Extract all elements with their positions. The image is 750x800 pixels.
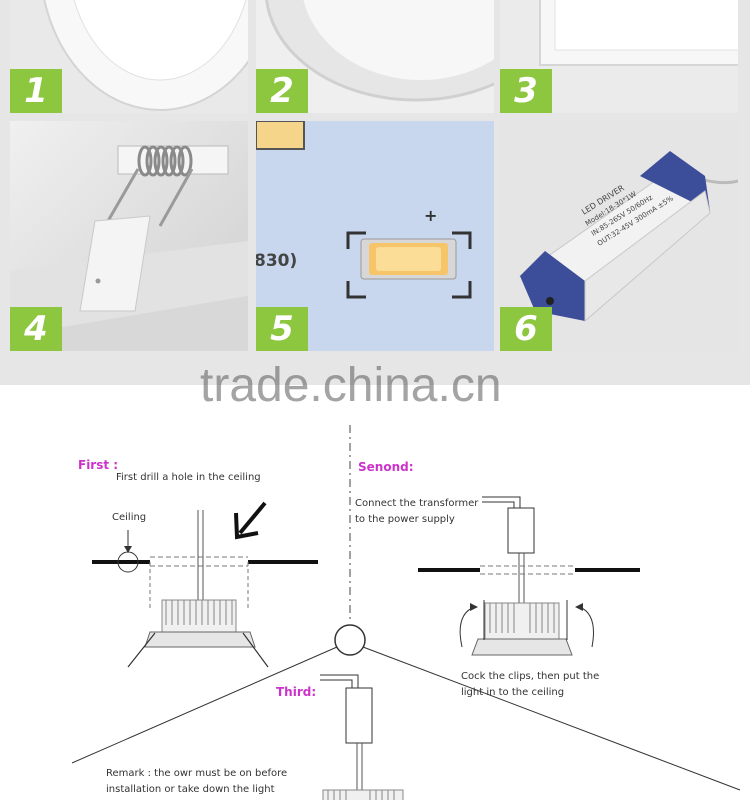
watermark: trade.china.cn bbox=[200, 359, 502, 412]
step-second-instruction-1: Connect the transformer bbox=[355, 498, 479, 509]
tile-number-1: 1 bbox=[10, 69, 62, 113]
board-marking: 830) bbox=[256, 251, 298, 271]
led-polarity-plus: + bbox=[424, 206, 438, 225]
step-first-instruction: First drill a hole in the ceiling bbox=[116, 472, 261, 483]
remark-line-2: installation or take down the light bbox=[106, 784, 275, 795]
photo-tile-4: 4 bbox=[10, 121, 248, 351]
step-second-instruction-2: to the power supply bbox=[355, 514, 455, 525]
step-third-title: Third: bbox=[276, 685, 317, 699]
tile-number-6: 6 bbox=[500, 307, 552, 351]
product-photo-grid: 1 2 3 bbox=[0, 0, 750, 412]
tile-number-4: 4 bbox=[10, 307, 62, 351]
clip-instruction-1: Cock the clips, then put the bbox=[461, 671, 600, 682]
clip-instruction-2: light in to the ceiling bbox=[461, 687, 565, 698]
tile-number-5: 5 bbox=[256, 307, 308, 351]
remark-line-1: Remark : the owr must be on before bbox=[106, 768, 288, 779]
step-first-title: First : bbox=[78, 458, 119, 472]
photo-tile-3: 3 bbox=[500, 0, 738, 113]
installation-diagram: First : First drill a hole in the ceilin… bbox=[0, 385, 750, 800]
photo-tile-2: 2 bbox=[256, 0, 494, 113]
round-panel-edge-photo bbox=[256, 0, 494, 113]
round-panel-photo bbox=[10, 0, 248, 113]
photo-tile-1: 1 bbox=[10, 0, 248, 113]
installation-line-drawing bbox=[71, 425, 741, 800]
photo-tile-5: + 830) 5 bbox=[256, 121, 494, 351]
tile-number-3: 3 bbox=[500, 69, 552, 113]
ceiling-label: Ceiling bbox=[112, 512, 147, 523]
photo-tile-6: LED DRIVER Model:18-30*1W IN:85-265V 50/… bbox=[500, 121, 738, 351]
square-panel-edge-photo bbox=[500, 0, 738, 113]
step-second-title: Senond: bbox=[358, 460, 414, 474]
tile-number-2: 2 bbox=[256, 69, 308, 113]
